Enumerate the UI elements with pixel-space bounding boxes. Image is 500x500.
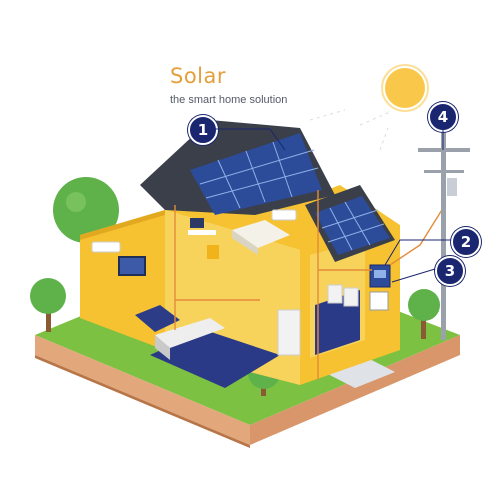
utility-pole xyxy=(418,130,470,340)
right-roof xyxy=(305,185,395,262)
chair xyxy=(207,245,219,259)
callout-marker-2: 2 xyxy=(451,227,481,257)
brand-title: Solar xyxy=(170,64,227,88)
brand-subtitle: the smart home solution xyxy=(170,94,288,106)
fridge xyxy=(277,309,301,356)
kitchen-counter xyxy=(155,318,225,360)
washing-machines xyxy=(327,284,359,307)
sun-rays xyxy=(309,109,391,151)
sun-icon xyxy=(381,64,429,112)
bed xyxy=(232,220,290,255)
meter-box xyxy=(369,291,389,311)
main-roof xyxy=(140,120,335,215)
sofa xyxy=(135,305,180,332)
tree-left-small xyxy=(30,278,66,332)
callout-marker-3: 3 xyxy=(435,256,465,286)
floor-tiles-main xyxy=(150,330,280,388)
callout-marker-4: 4 xyxy=(428,102,458,132)
desk xyxy=(188,218,216,235)
tree-right xyxy=(408,289,440,339)
air-conditioner xyxy=(91,209,297,253)
tv xyxy=(118,256,146,276)
inverter-box xyxy=(369,264,391,288)
callout-marker-1: 1 xyxy=(188,115,218,145)
